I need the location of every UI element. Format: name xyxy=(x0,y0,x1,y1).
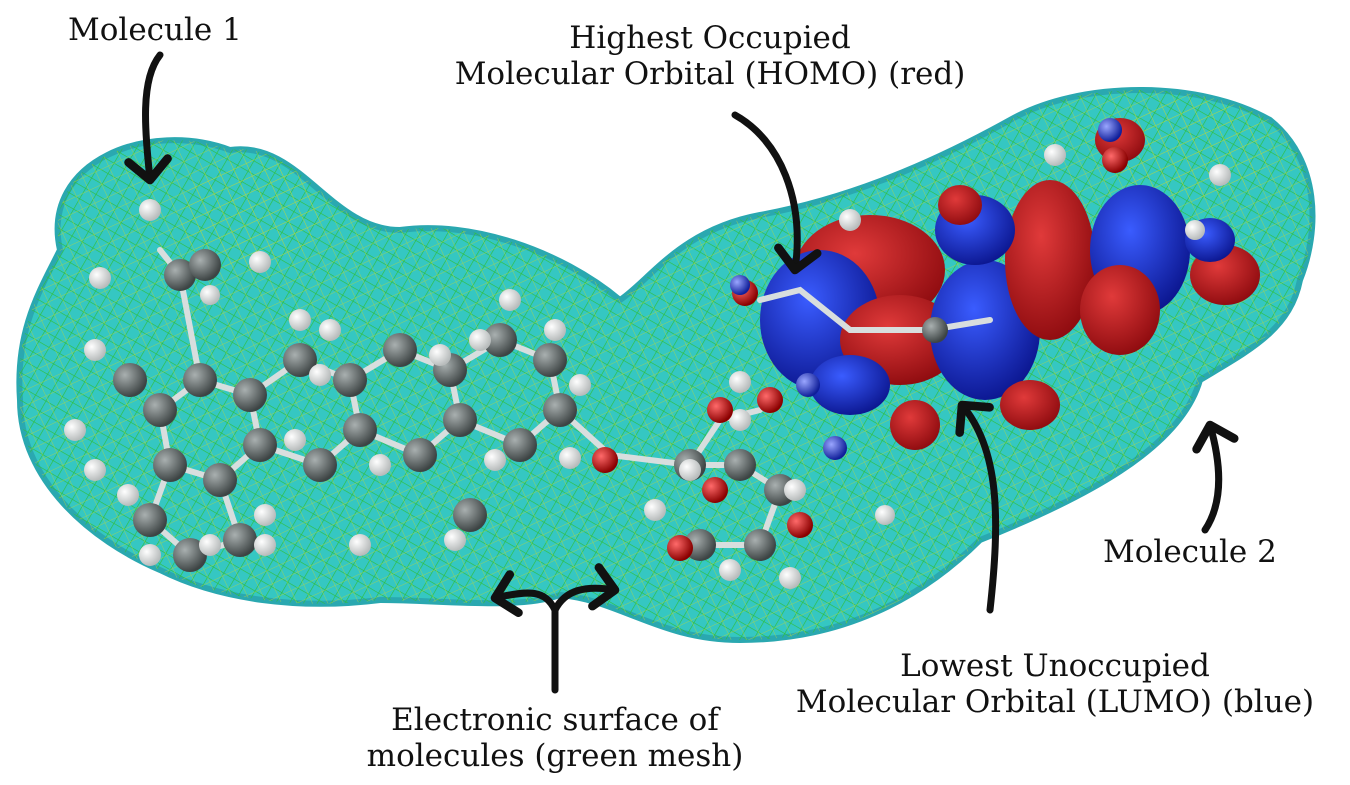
surface-arrow-left xyxy=(490,570,559,618)
homo-arrow xyxy=(731,111,822,275)
atoms xyxy=(64,118,1231,589)
homo-lobe xyxy=(938,185,982,225)
annotation-arrows xyxy=(124,51,1239,694)
homo-lobe xyxy=(890,400,940,450)
oxygen-atoms xyxy=(592,147,1128,561)
lumo-lobe xyxy=(810,355,890,415)
molecule2-arrow xyxy=(1192,420,1239,534)
surface-label: Electronic surface of molecules (green m… xyxy=(340,702,770,774)
hydrogen-atoms xyxy=(64,144,1231,589)
surface-label-line2: molecules (green mesh) xyxy=(366,738,744,774)
lumo-label-line2: Molecular Orbital (LUMO) (blue) xyxy=(795,684,1315,720)
orbital-lobes xyxy=(760,118,1260,450)
homo-lobe xyxy=(1000,380,1060,430)
molecule1-label: Molecule 1 xyxy=(68,12,242,48)
nitrogen-atoms xyxy=(730,118,1122,460)
homo-label-line1: Highest Occupied xyxy=(569,20,851,56)
homo-label-line2: Molecular Orbital (HOMO) (red) xyxy=(454,56,966,92)
homo-label: Highest Occupied Molecular Orbital (HOMO… xyxy=(410,20,1010,92)
surface-label-line1: Electronic surface of xyxy=(391,702,719,738)
lumo-label-line1: Lowest Unoccupied xyxy=(900,648,1210,684)
molecule1-arrow xyxy=(124,51,172,185)
homo-lobe xyxy=(1080,265,1160,355)
molecule2-label: Molecule 2 xyxy=(1103,534,1277,570)
surface-arrow-right xyxy=(551,563,620,614)
lumo-label: Lowest Unoccupied Molecular Orbital (LUM… xyxy=(770,648,1340,720)
homo-lobe xyxy=(1005,180,1095,340)
lumo-arrow xyxy=(955,400,1000,614)
